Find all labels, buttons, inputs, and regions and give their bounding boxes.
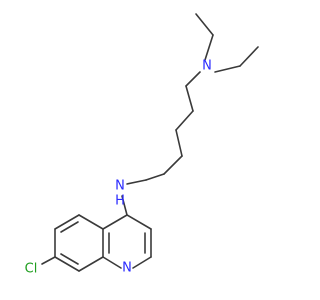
- atom-label-nh: N: [115, 179, 125, 194]
- bond: [175, 129, 183, 157]
- atom-label-cl: Cl: [25, 262, 38, 277]
- bond: [239, 46, 259, 67]
- bond: [78, 214, 104, 230]
- bond: [145, 173, 165, 181]
- bond: [54, 214, 80, 230]
- bond: [175, 110, 194, 131]
- bond: [102, 256, 122, 269]
- bonds: [41, 13, 259, 272]
- bond: [163, 155, 183, 175]
- bond: [214, 65, 241, 73]
- bond: [41, 256, 56, 265]
- bond: [54, 256, 80, 272]
- atom-labels: N N H N Cl: [25, 59, 212, 277]
- bond: [195, 13, 214, 36]
- bond: [60, 221, 79, 233]
- bond: [60, 253, 79, 265]
- bond: [121, 195, 128, 216]
- bond: [185, 85, 194, 112]
- atom-label-n-top: N: [202, 59, 212, 74]
- bond: [185, 71, 201, 87]
- atom-label-n-ring: N: [122, 261, 132, 276]
- atom-label-h: H: [115, 194, 125, 209]
- bond: [102, 214, 128, 230]
- molecule-structure: N N H N Cl: [25, 13, 259, 277]
- bond: [132, 256, 152, 269]
- bond: [126, 179, 147, 185]
- bond: [204, 34, 214, 61]
- bond: [126, 214, 152, 230]
- bond: [78, 256, 104, 272]
